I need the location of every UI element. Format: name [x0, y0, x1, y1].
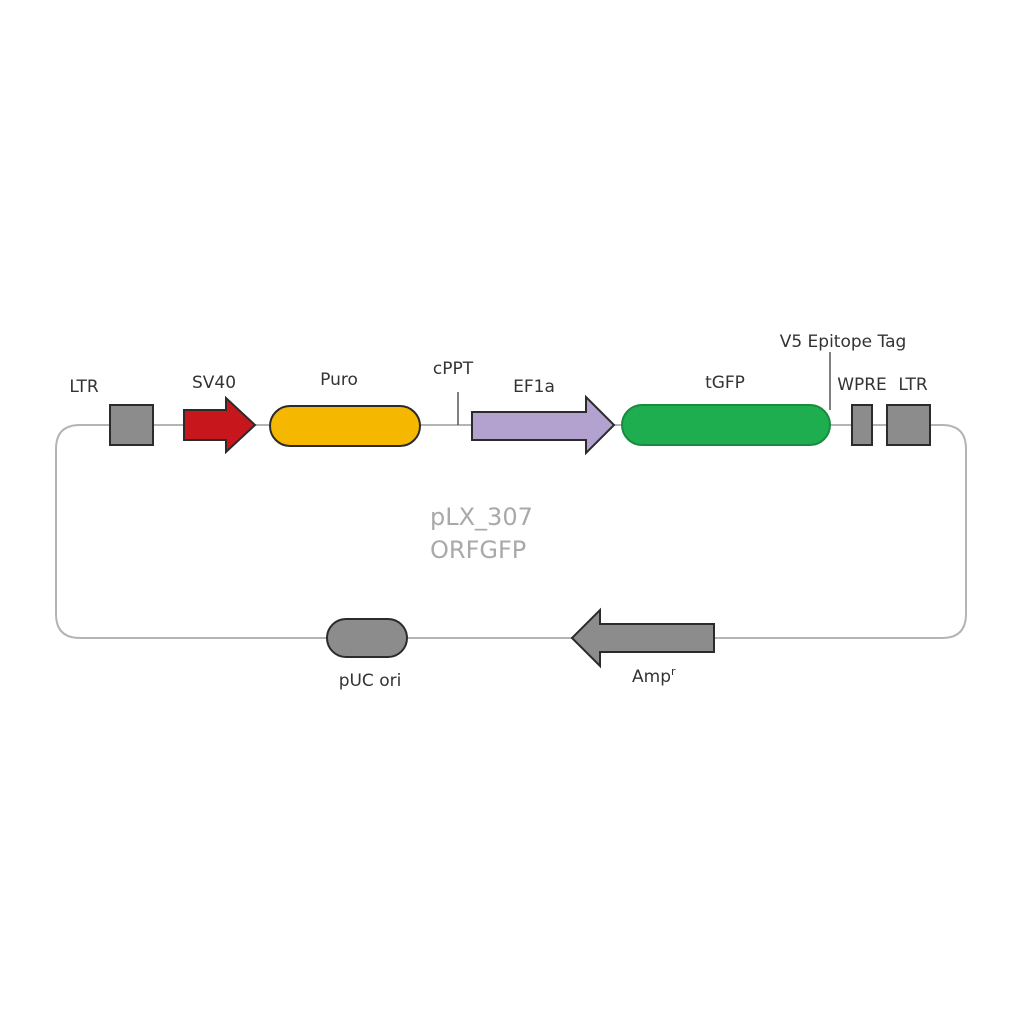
ltr-left-label: LTR	[69, 377, 99, 397]
wpre-box	[851, 404, 873, 446]
ef1a-label: EF1a	[513, 377, 555, 397]
ampr-label-superscript: r	[671, 665, 676, 678]
ef1a-arrow	[471, 394, 616, 456]
ltr-right-label: LTR	[898, 375, 928, 395]
v5-tag-label: V5 Epitope Tag	[780, 332, 907, 352]
sv40-arrow	[183, 395, 257, 455]
sv40-label: SV40	[192, 373, 236, 393]
ampr-label: Ampr	[632, 665, 676, 687]
plasmid-backbone	[55, 424, 967, 639]
ltr-right-box	[886, 404, 931, 446]
puc-ori	[326, 618, 408, 658]
plasmid-name-line1: pLX_307	[430, 503, 533, 531]
puro-gene	[269, 405, 421, 447]
plasmid-name-line2: ORFGFP	[430, 536, 526, 564]
wpre-label: WPRE	[837, 375, 887, 395]
ltr-left-box	[109, 404, 154, 446]
ampr-label-main: Amp	[632, 667, 671, 687]
puro-label: Puro	[320, 370, 358, 390]
tgfp-gene	[621, 404, 831, 446]
tgfp-label: tGFP	[705, 373, 745, 393]
cppt-label: cPPT	[433, 359, 474, 379]
ampr-arrow	[570, 607, 715, 669]
puc-ori-label: pUC ori	[339, 671, 402, 691]
